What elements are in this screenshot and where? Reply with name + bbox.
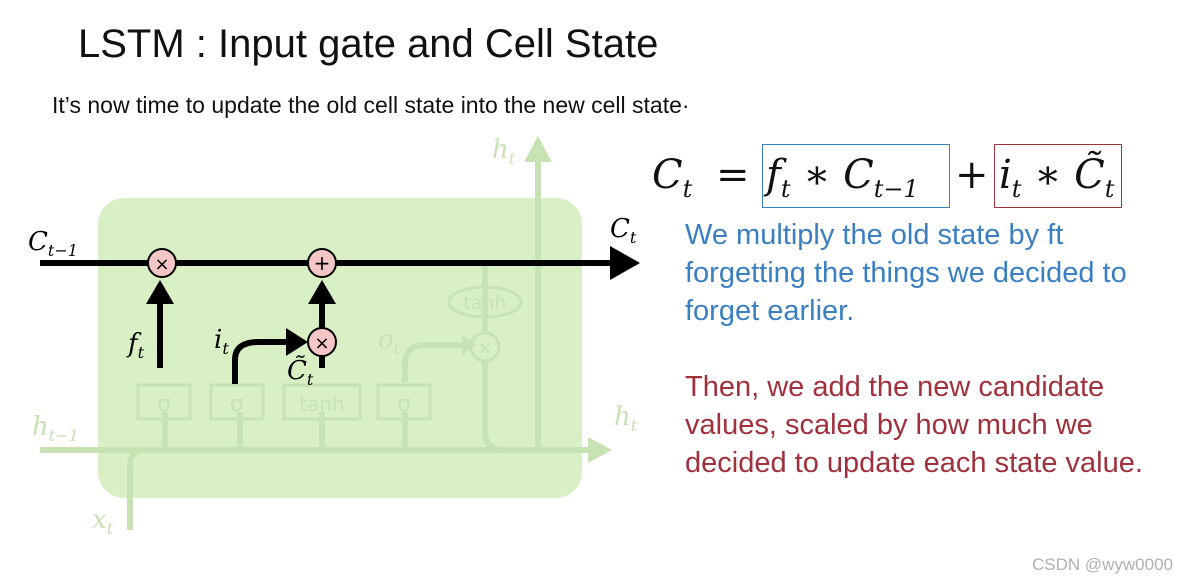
- forget-term-highlight: [762, 144, 950, 208]
- add-explanation: Then, we add the new candidate values, s…: [685, 371, 1143, 479]
- lstm-cell-box: [98, 198, 582, 498]
- eq-lhs: Ct: [652, 152, 693, 203]
- sigma-layer-output: [376, 383, 432, 421]
- eq-plus: +: [955, 152, 989, 198]
- faded-paths: [40, 160, 590, 530]
- layer-label-2: tanh: [299, 392, 344, 416]
- watermark: CSDN @wyw0000: [1031, 555, 1173, 574]
- tanh-pointwise-label: tanh: [463, 292, 506, 314]
- label-o-gate: ot: [378, 325, 401, 358]
- label-h-prev: ht−1: [32, 412, 79, 445]
- add-symbol: +: [314, 251, 331, 275]
- forget-multiply-op: [147, 248, 177, 278]
- eq-equals: =: [716, 152, 750, 198]
- output-multiply-op: [469, 331, 501, 363]
- slide-title: LSTM : Input gate and Cell State: [78, 22, 659, 66]
- label-i-gate: it: [214, 325, 229, 358]
- label-c-next: Ct: [610, 214, 637, 247]
- layer-label-0: σ: [157, 392, 171, 417]
- label-c-tilde: C̃t: [287, 355, 314, 389]
- input-multiply-symbol: ×: [314, 333, 329, 354]
- output-multiply-symbol: ×: [477, 338, 492, 359]
- label-x-in: xt: [92, 505, 114, 538]
- sigma-layer-forget: [136, 383, 192, 421]
- forget-explanation: We multiply the old state by ft forgetti…: [685, 219, 1127, 327]
- faded-arrowheads: [462, 136, 612, 463]
- layer-boxes: [136, 383, 432, 421]
- slide-subtitle: It’s now time to update the old cell sta…: [52, 92, 690, 118]
- eq-input-term: it ∗ C̃t: [999, 152, 1115, 203]
- active-arrowheads: [146, 246, 640, 356]
- label-h-next: ht: [614, 402, 638, 435]
- eq-forget-term: ft ∗ Ct−1: [766, 152, 919, 203]
- tanh-layer-candidate: [282, 383, 362, 421]
- layer-label-3: σ: [397, 392, 411, 417]
- label-h-top: ht: [492, 135, 516, 168]
- add-op: [307, 248, 337, 278]
- lstm-cell-diagram: σ σ tanh σ tanh × × + × ht Ct−1 Ct ht−1 …: [28, 135, 640, 538]
- forget-multiply-symbol: ×: [154, 254, 169, 275]
- tanh-pointwise-op: [447, 285, 523, 319]
- layer-label-1: σ: [230, 392, 244, 417]
- input-multiply-op: [307, 327, 337, 357]
- input-term-highlight: [994, 144, 1122, 208]
- sigma-layer-input: [209, 383, 265, 421]
- label-c-prev: Ct−1: [28, 227, 78, 260]
